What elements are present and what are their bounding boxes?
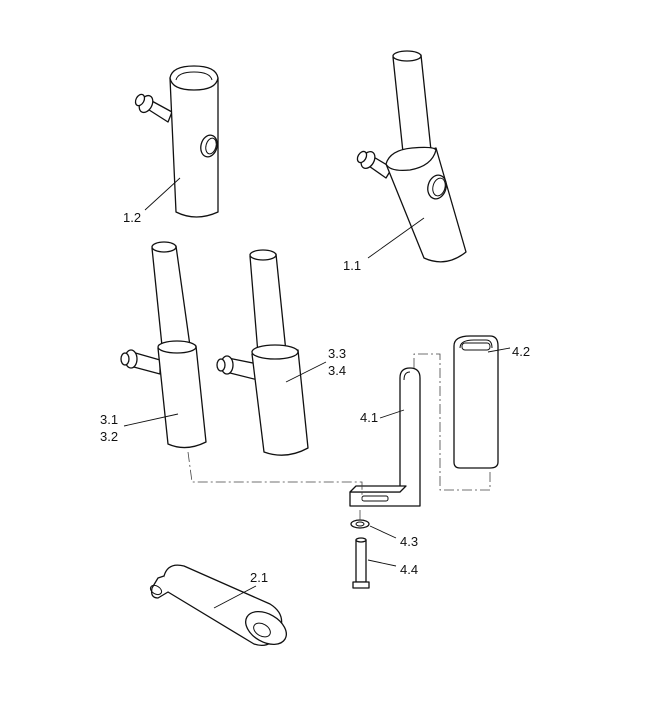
leader-1-2 — [144, 177, 181, 211]
label-4-2: 4.2 — [512, 344, 530, 359]
leader-4-1 — [379, 409, 405, 419]
part-1-1-tube-collar — [356, 50, 467, 263]
label-4-4: 4.4 — [400, 562, 418, 577]
label-4-1: 4.1 — [360, 410, 378, 425]
label-4-3: 4.3 — [400, 534, 418, 549]
label-3-1: 3.1 — [100, 412, 118, 427]
part-4-2-pad — [453, 335, 499, 469]
part-3-3-post — [216, 249, 309, 456]
leader-4-4 — [367, 559, 397, 567]
leader-3-3 — [285, 361, 327, 383]
label-3-3: 3.3 — [328, 346, 346, 361]
leader-3-1 — [123, 413, 179, 427]
assembly-lines — [187, 353, 491, 520]
part-4-3-washer — [350, 519, 370, 529]
part-4-4-bolt — [352, 537, 370, 589]
part-3-1-post — [120, 241, 207, 449]
part-4-1-l-bracket — [349, 367, 421, 507]
leader-1-1 — [367, 217, 425, 259]
leader-4-2 — [487, 347, 511, 353]
label-1-2: 1.2 — [123, 210, 141, 225]
label-3-2: 3.2 — [100, 429, 118, 444]
part-1-2-socket — [134, 65, 219, 218]
leader-4-3 — [369, 525, 397, 539]
label-1-1: 1.1 — [343, 258, 361, 273]
part-2-1-cylinder — [149, 564, 287, 647]
label-3-4: 3.4 — [328, 363, 346, 378]
leader-2-1 — [213, 585, 257, 609]
label-2-1: 2.1 — [250, 570, 268, 585]
